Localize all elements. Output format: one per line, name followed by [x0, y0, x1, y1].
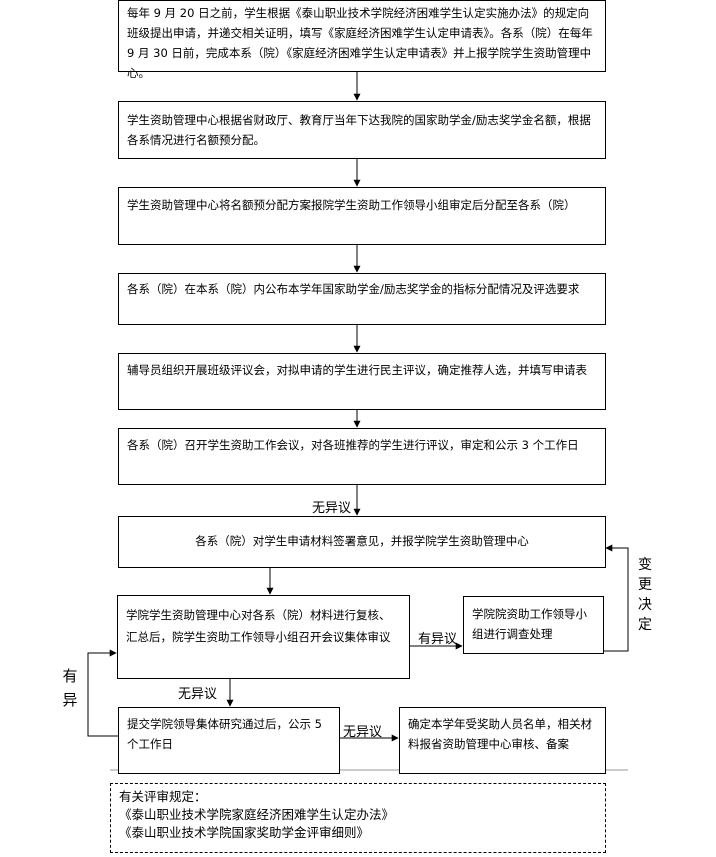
step-9-text: 学院院资助工作领导小组进行调查处理	[472, 607, 587, 641]
step-9-box: 学院院资助工作领导小组进行调查处理	[463, 596, 604, 654]
step-5-box: 辅导员组织开展班级评议会，对拟申请的学生进行民主评议，确定推荐人选，并填写申请表	[118, 353, 606, 410]
step-4-box: 各系（院）在本系（院）内公布本学年国家助学金/励志奖学金的指标分配情况及评选要求	[118, 273, 606, 325]
step-11-box: 确定本学年受奖助人员名单，相关材料报省资助管理中心审核、备案	[399, 707, 606, 774]
notes-rule-2: 《泰山职业技术学院国家奖助学金评审细则》	[119, 825, 370, 840]
step-5-text: 辅导员组织开展班级评议会，对拟申请的学生进行民主评议，确定推荐人选，并填写申请表	[127, 363, 587, 377]
step-2-text: 学生资助管理中心根据省财政厅、教育厅当年下达我院的国家助学金/励志奖学金名额，根…	[127, 113, 591, 147]
step-7-box: 各系（院）对学生申请材料签署意见，并报学院学生资助管理中心	[118, 516, 606, 568]
objection-label-left: 有异	[62, 667, 78, 709]
no-objection-label-1: 无异议	[312, 501, 352, 516]
notes-rule-1: 《泰山职业技术学院家庭经济困难学生认定办法》	[119, 807, 395, 822]
step-8-text: 学院学生资助管理中心对各系（院）材料进行复核、汇总后，院学生资助工作领导小组召开…	[126, 608, 391, 644]
regulations-notes: 有关评审规定： 《泰山职业技术学院家庭经济困难学生认定办法》 《泰山职业技术学院…	[110, 783, 606, 853]
step-1-text: 每年 9 月 20 日之前，学生根据《泰山职业技术学院经济困难学生认定实施办法》…	[127, 6, 593, 80]
step-10-text: 提交学院领导集体研究通过后，公示 5 个工作日	[127, 717, 322, 751]
step-4-text: 各系（院）在本系（院）内公布本学年国家助学金/励志奖学金的指标分配情况及评选要求	[127, 282, 580, 296]
step-7-text: 各系（院）对学生申请材料签署意见，并报学院学生资助管理中心	[195, 534, 529, 548]
arrow-s10-s8	[87, 649, 118, 737]
arrow-s9-s7	[604, 544, 629, 652]
step-3-text: 学生资助管理中心将名额预分配方案报院学生资助工作领导小组审定后分配至各系（院）	[127, 198, 576, 212]
change-decision-label: 变更决定	[638, 557, 652, 633]
step-11-text: 确定本学年受奖助人员名单，相关材料报省资助管理中心审核、备案	[408, 717, 592, 751]
step-1-box: 每年 9 月 20 日之前，学生根据《泰山职业技术学院经济困难学生认定实施办法》…	[118, 0, 606, 80]
no-objection-label-2: 无异议	[178, 687, 218, 702]
step-2-box: 学生资助管理中心根据省财政厅、教育厅当年下达我院的国家助学金/励志奖学金名额，根…	[118, 101, 606, 159]
step-6-text: 各系（院）召开学生资助工作会议，对各班推荐的学生进行评议，审定和公示 3 个工作…	[127, 438, 579, 452]
objection-label-right: 有异议	[418, 632, 458, 647]
step-10-box: 提交学院领导集体研究通过后，公示 5 个工作日	[118, 707, 340, 774]
step-8-box: 学院学生资助管理中心对各系（院）材料进行复核、汇总后，院学生资助工作领导小组召开…	[117, 595, 410, 679]
no-objection-label-3: 无异议	[343, 725, 383, 740]
step-3-box: 学生资助管理中心将名额预分配方案报院学生资助工作领导小组审定后分配至各系（院）	[118, 187, 606, 245]
notes-title: 有关评审规定：	[119, 789, 207, 804]
step-6-box: 各系（院）召开学生资助工作会议，对各班推荐的学生进行评议，审定和公示 3 个工作…	[118, 428, 606, 485]
